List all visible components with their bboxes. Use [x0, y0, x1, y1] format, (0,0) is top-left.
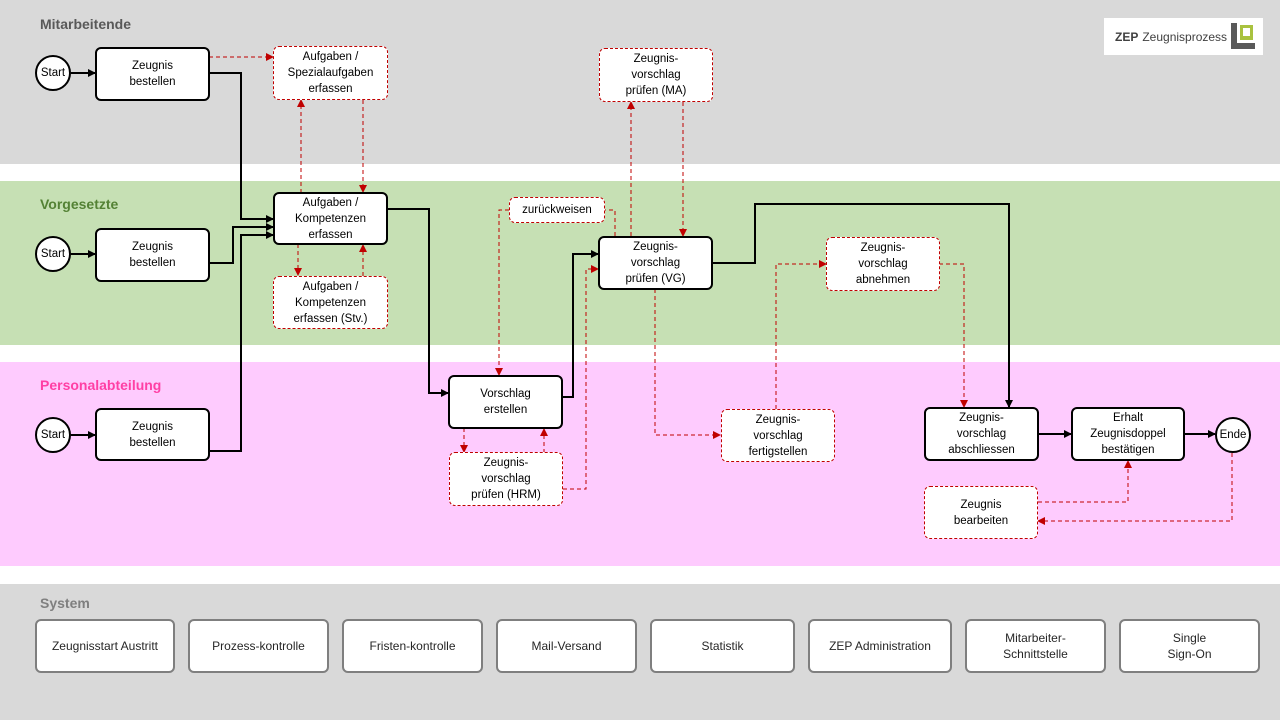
node-spezialaufgaben-erfassen: Aufgaben / Spezialaufgaben erfassen: [273, 46, 388, 100]
flow-kompetenzen-vorschlag: [387, 208, 449, 397]
node-kompetenzen-erfassen: Aufgaben / Kompetenzen erfassen: [273, 192, 388, 245]
logo-brand: ZEP: [1115, 29, 1139, 44]
node-kompetenzen-erfassen-stv: Aufgaben / Kompetenzen erfassen (Stv.): [273, 276, 388, 329]
node-vorschlag-pruefen-hrm: Zeugnis- vorschlag prüfen (HRM): [449, 452, 563, 506]
system-fristen-kontrolle[interactable]: Fristen-kontrolle: [342, 619, 483, 673]
node-vorschlag-pruefen-ma: Zeugnis- vorschlag prüfen (MA): [599, 48, 713, 102]
flow-pruefen-vg-abschliessen: [712, 203, 1013, 408]
flow-vg-fertigstellen: [654, 289, 721, 439]
lane-personalabteilung: [0, 362, 1280, 566]
system-statistik[interactable]: Statistik: [650, 619, 795, 673]
node-zeugnis-bestellen-ma: Zeugnis bestellen: [95, 47, 210, 101]
node-vorschlag-pruefen-vg: Zeugnis- vorschlag prüfen (VG): [598, 236, 713, 290]
node-zeugnis-bestellen-pa: Zeugnis bestellen: [95, 408, 210, 461]
lane-title-system: System: [40, 595, 90, 611]
start-mitarbeitende: Start: [35, 55, 71, 91]
lane-title-vorgesetzte: Vorgesetzte: [40, 196, 119, 212]
logo-product: Zeugnisprozess: [1142, 29, 1228, 44]
start-vorgesetzte: Start: [35, 236, 71, 272]
flow-vorschlag-pruefen-vg: [562, 250, 599, 398]
flow-bearbeiten-doppel: [1038, 460, 1132, 503]
flow-bestellen-vg-kompetenzen: [209, 223, 274, 264]
node-vorschlag-abschliessen: Zeugnis- vorschlag abschliessen: [924, 407, 1039, 461]
system-zeugnisstart-austritt[interactable]: Zeugnisstart Austritt: [35, 619, 175, 673]
system-zep-administration[interactable]: ZEP Administration: [808, 619, 952, 673]
flow-fertigstellen-abnehmen: [775, 260, 827, 409]
node-zeugnis-bearbeiten: Zeugnis bearbeiten: [924, 486, 1038, 539]
start-personalabteilung: Start: [35, 417, 71, 453]
flow-zurueckweisen-vorschlag: [495, 209, 509, 376]
flow-ende-bearbeiten: [1037, 453, 1233, 525]
flow-abnehmen-abschliessen: [939, 263, 968, 408]
logo: ZEP Zeugnisprozess: [1104, 18, 1263, 55]
node-vorschlag-abnehmen: Zeugnis- vorschlag abnehmen: [826, 237, 940, 291]
system-mitarbeiter-schnittstelle[interactable]: Mitarbeiter- Schnittstelle: [965, 619, 1106, 673]
logo-mark-icon: [1231, 23, 1255, 49]
flow-bestellen-pa-kompetenzen: [209, 231, 274, 452]
end-node: Ende: [1215, 417, 1251, 453]
node-zeugnis-bestellen-vg: Zeugnis bestellen: [95, 228, 210, 282]
node-vorschlag-fertigstellen: Zeugnis- vorschlag fertigstellen: [721, 409, 835, 462]
flow-vg-zurueckweisen: [605, 209, 616, 236]
system-prozess-kontrolle[interactable]: Prozess-kontrolle: [188, 619, 329, 673]
system-mail-versand[interactable]: Mail-Versand: [496, 619, 637, 673]
node-zeugnisdoppel-bestaetigen: Erhalt Zeugnisdoppel bestätigen: [1071, 407, 1185, 461]
lane-title-mitarbeitende: Mitarbeitende: [40, 16, 132, 32]
flow-bestellen-ma-kompetenzen: [209, 72, 274, 223]
flow-hrm-pruefen-vg: [563, 265, 599, 490]
system-single-sign-on[interactable]: Single Sign-On: [1119, 619, 1260, 673]
node-zurueckweisen: zurückweisen: [509, 197, 605, 223]
lane-title-personalabteilung: Personalabteilung: [40, 377, 162, 393]
node-vorschlag-erstellen: Vorschlag erstellen: [448, 375, 563, 429]
